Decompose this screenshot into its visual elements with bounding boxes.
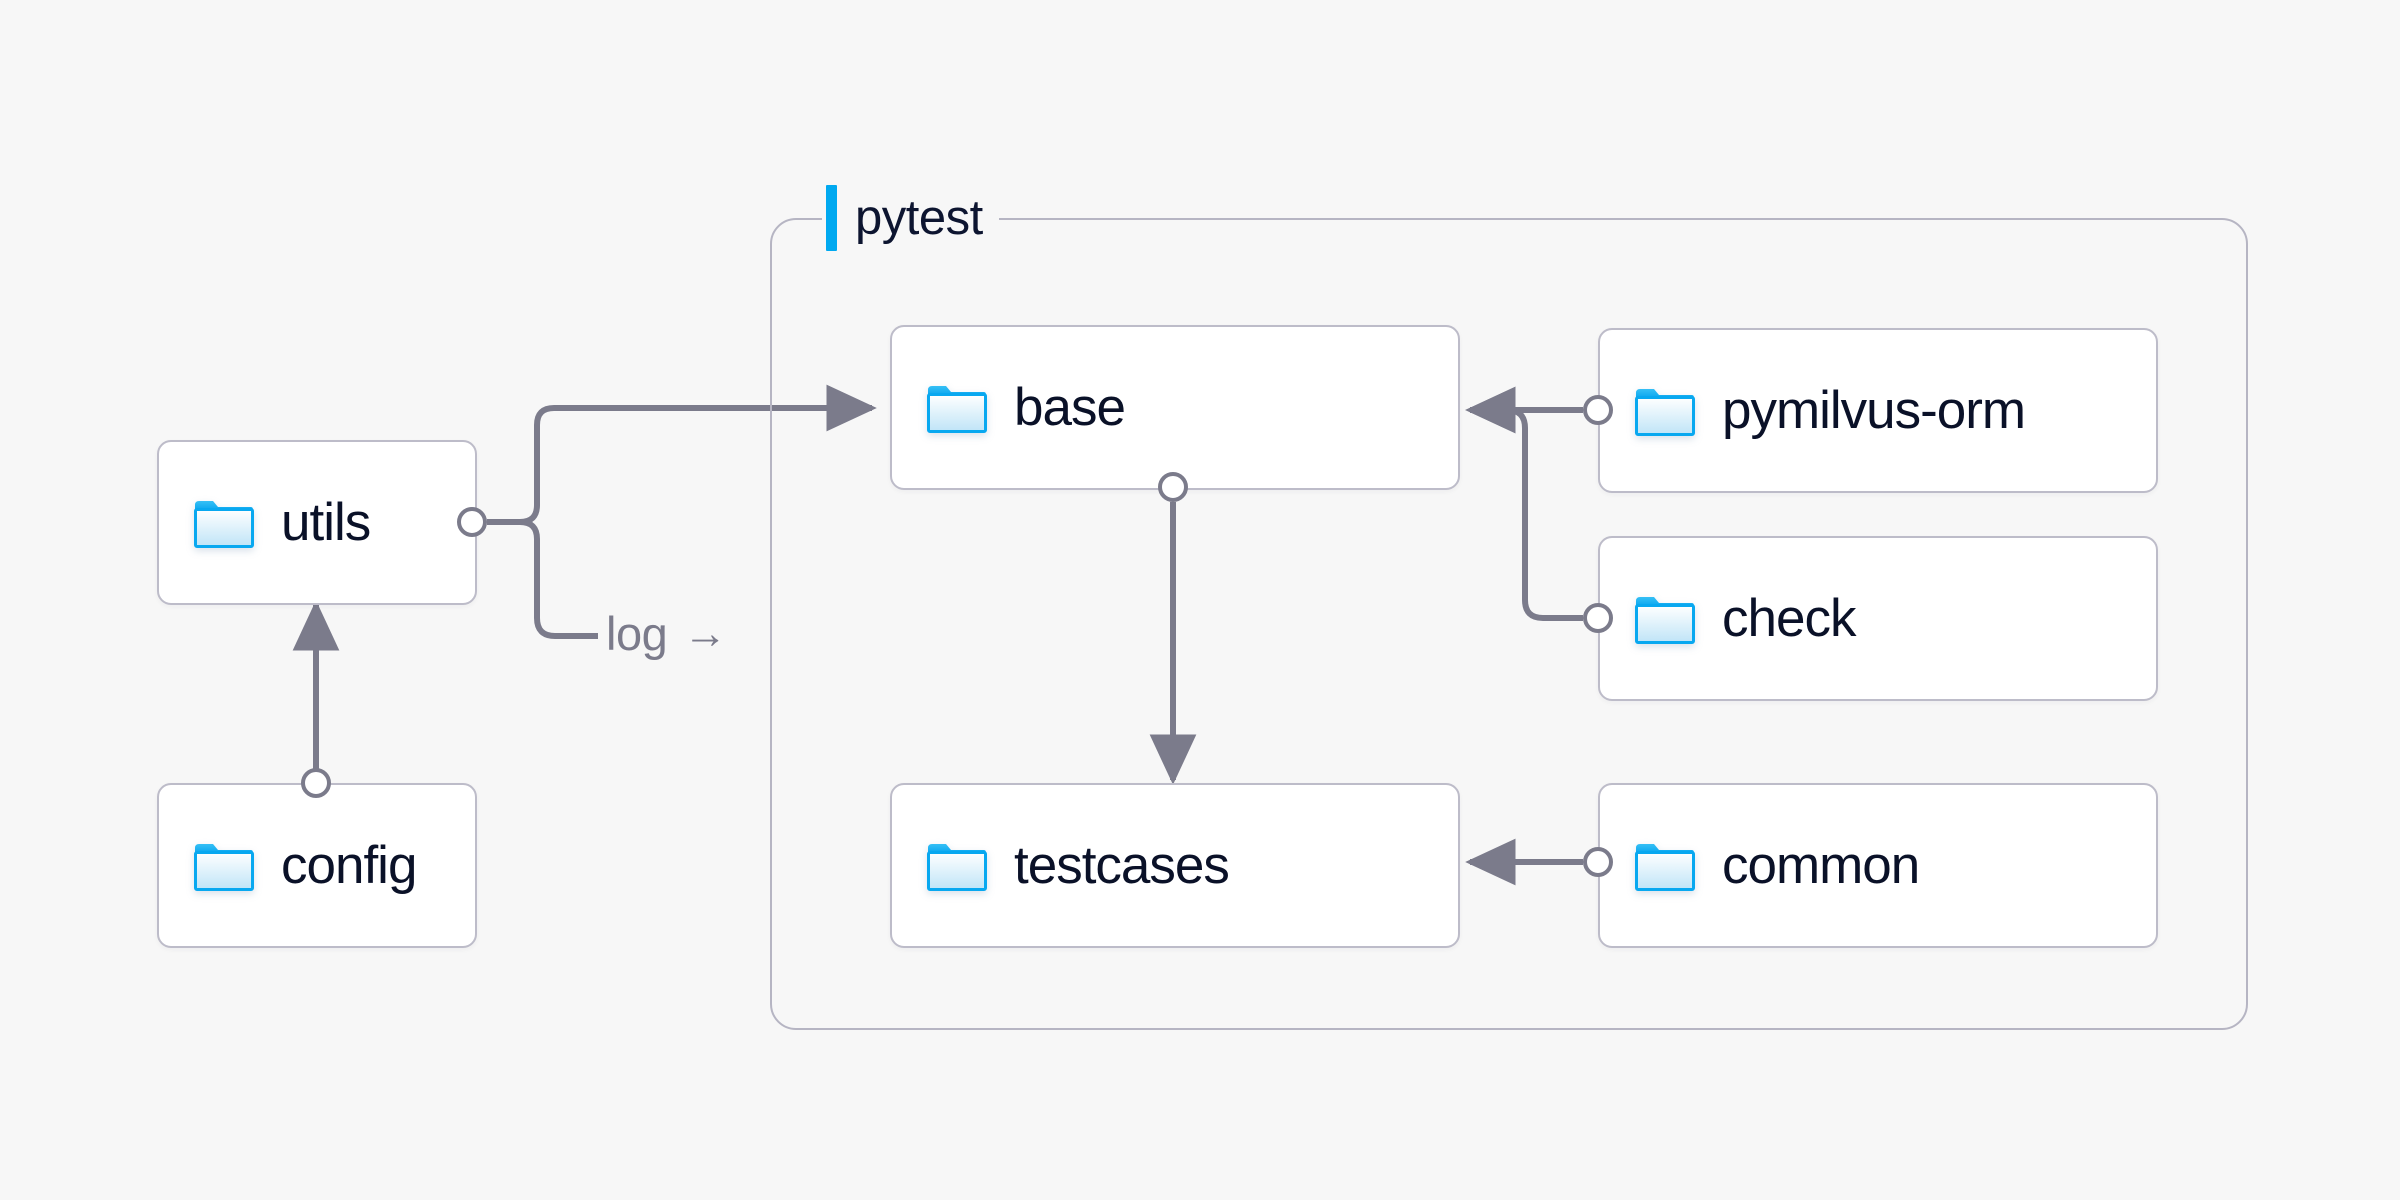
node-pymilvus-orm-label: pymilvus-orm [1722, 381, 2026, 440]
folder-icon [927, 385, 987, 433]
node-check-content: check [1600, 589, 1856, 648]
folder-icon [1635, 596, 1695, 644]
node-config[interactable]: config [157, 783, 477, 948]
node-config-content: config [159, 836, 417, 895]
node-pymilvus-orm-content: pymilvus-orm [1600, 381, 2026, 440]
node-utils-label: utils [281, 493, 371, 552]
port-config-top[interactable] [301, 768, 331, 798]
node-common-content: common [1600, 836, 1920, 895]
node-config-label: config [281, 836, 417, 895]
port-common-left[interactable] [1583, 847, 1613, 877]
folder-icon [194, 843, 254, 891]
group-pytest-label-text: pytest [855, 190, 983, 245]
node-testcases-content: testcases [892, 836, 1230, 895]
node-testcases-label: testcases [1014, 836, 1230, 895]
folder-icon [927, 843, 987, 891]
node-testcases[interactable]: testcases [890, 783, 1460, 948]
port-check-left[interactable] [1583, 603, 1613, 633]
node-utils[interactable]: utils [157, 440, 477, 605]
folder-icon [1635, 843, 1695, 891]
group-pytest-label: pytest [822, 183, 999, 253]
edge-label-log: log → [598, 608, 735, 659]
folder-icon [1635, 388, 1695, 436]
node-common[interactable]: common [1598, 783, 2158, 948]
node-check-label: check [1722, 589, 1856, 648]
node-common-label: common [1722, 836, 1920, 895]
group-accent-bar [826, 185, 837, 251]
edge-label-log-text: log [606, 607, 668, 660]
port-base-bottom[interactable] [1158, 472, 1188, 502]
group-pytest[interactable] [770, 218, 2248, 1030]
arrow-right-icon: → [683, 608, 727, 658]
port-pymilvus-orm-left[interactable] [1583, 395, 1613, 425]
folder-icon [194, 500, 254, 548]
node-base-label: base [1014, 378, 1126, 437]
node-check[interactable]: check [1598, 536, 2158, 701]
node-pymilvus-orm[interactable]: pymilvus-orm [1598, 328, 2158, 493]
node-utils-content: utils [159, 493, 371, 552]
node-base[interactable]: base [890, 325, 1460, 490]
node-base-content: base [892, 378, 1126, 437]
port-utils-right[interactable] [457, 507, 487, 537]
